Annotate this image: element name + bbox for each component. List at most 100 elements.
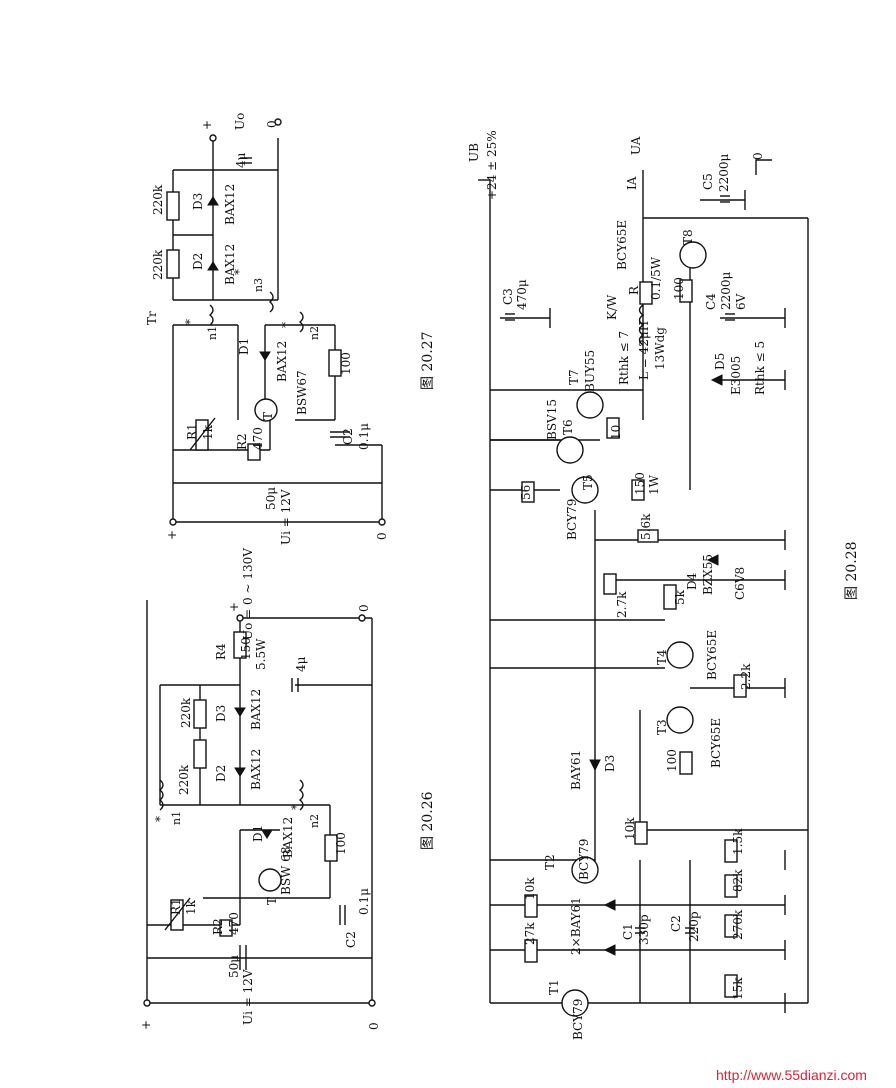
fig27-label: T [261, 412, 275, 420]
transistor-t2 [571, 856, 599, 884]
winding-n2-fig26 [298, 779, 304, 811]
resistor-r-shunt [639, 281, 653, 305]
fig28-label: 2200μ [719, 271, 733, 310]
fig28-label: 2.7k [615, 591, 629, 618]
fig28-label: 1W [647, 474, 661, 495]
potentiometer-5k [663, 584, 677, 610]
resistor-220k-a-fig27 [166, 249, 180, 279]
resistor-56 [521, 481, 535, 503]
fig28-label: C1 [621, 923, 635, 940]
fig26-label: BAX12 [281, 817, 295, 858]
resistor-270k [724, 914, 738, 938]
fig26-label: BAX12 [249, 749, 263, 790]
figure-20-27: Tr R1 1k R2 470 T BSW67 D1 BAX12 n2 100 … [145, 113, 436, 545]
transistor-t5 [571, 476, 599, 504]
fig26-label: 5.5W [254, 638, 268, 670]
fig28-label: E3005 [729, 356, 743, 395]
fig26-label: 4μ [294, 656, 308, 672]
fig26-label: BSW 68 [279, 847, 293, 895]
fig28-label: 27k [523, 922, 537, 945]
watermark-text: http://www.55dianzi.com [716, 1067, 867, 1083]
diode-d1-fig26 [261, 829, 273, 839]
fig26-label: R4 [214, 643, 228, 660]
fig27-label: R2 [235, 433, 249, 450]
transistor-t1 [561, 989, 589, 1017]
fig27-label: 0 [375, 532, 389, 540]
fig28-label: BAY61 [569, 750, 583, 790]
fig26-label: Ui = 12V [241, 969, 255, 1025]
fig27-label: BAX12 [275, 341, 289, 382]
fig27-label: * [183, 319, 197, 325]
fig28-label: BCY79 [577, 839, 591, 880]
transistor-t6 [556, 436, 584, 464]
resistor-100-t8 [679, 279, 693, 303]
resistor-r2 [219, 919, 233, 937]
fig28-label: T4 [655, 649, 669, 665]
fig27-label: 220k [151, 249, 165, 280]
fig28-label: 2×BAY61 [569, 897, 583, 955]
resistor-10 [606, 417, 620, 439]
fig28-label: BCY65E [709, 718, 723, 768]
fig28-label: T7 [567, 369, 581, 385]
resistor-220k-b-fig26 [193, 699, 207, 729]
resistor-220k-a-fig26 [193, 739, 207, 769]
fig28-label: Rthk ≤ 7 [617, 331, 631, 385]
fig26-label: 100 [334, 832, 348, 855]
figure-20-28: UB +24 ± 25% UA IA C5 2200μ 0 C3 470μ BC… [467, 130, 860, 1040]
fig27-label: 1k [201, 424, 215, 440]
fig28-label: BZX55 [701, 554, 715, 595]
fig26-label: * [153, 816, 167, 822]
fig26-label: + [139, 1020, 153, 1030]
fig27-label: C2 [341, 428, 355, 445]
fig28-label: Rthk ≤ 5 [753, 341, 767, 395]
fig27-label: BAX12 [223, 244, 237, 285]
fig28-label: IA [625, 176, 639, 190]
fig28-label: BCY65E [705, 630, 719, 680]
diode-d1-fig27 [259, 351, 271, 361]
fig27-label: D1 [237, 338, 251, 355]
resistor-1-5k [724, 839, 738, 863]
fig26-label: n1 [170, 811, 183, 825]
fig26-label: D2 [214, 765, 228, 782]
fig26-label: 0.1μ [357, 888, 371, 915]
fig28-label: T6 [561, 419, 575, 435]
fig28-label: C2 [669, 915, 683, 932]
fig28-label: T8 [681, 229, 695, 245]
fig27-label: 0.1μ [357, 423, 371, 450]
fig27-label: * [279, 322, 293, 328]
transistor-t8 [679, 241, 707, 269]
fig26-label: n2 [308, 814, 321, 828]
resistor-5-6k [637, 529, 659, 543]
fig28-label: 10k [623, 817, 637, 840]
fig26-rotated-labels: R1 1k R2 470 T BSW 68 D1 BAX12 n2 100 C2… [139, 548, 436, 1030]
fig27-label: Ui = 12V [279, 489, 293, 545]
winding-n2-fig27 [298, 311, 304, 333]
fig26-caption: 图 20.26 [420, 791, 436, 850]
fig26-label: D3 [214, 705, 228, 722]
fig28-label: T2 [543, 854, 557, 870]
fig27-label: 0 [265, 120, 279, 128]
fig26-label: 0 [367, 1022, 381, 1030]
fig26-label: * [289, 804, 303, 810]
resistor-82k [724, 874, 738, 898]
transistor-t4 [666, 641, 694, 669]
fig28-label: 100 [665, 749, 679, 772]
fig28-label: 220p [687, 911, 701, 942]
fig28-label: 5k [673, 589, 687, 605]
fig26-label: C2 [344, 931, 358, 948]
fig26-label: 150 [239, 637, 253, 660]
winding-n1-fig26 [158, 779, 164, 811]
transistor-t7 [576, 391, 604, 419]
resistor-100-fig27 [328, 349, 342, 377]
fig27-label: 4μ [234, 152, 248, 168]
fig27-label: n1 [206, 326, 219, 340]
fig27-label: BAX12 [223, 184, 237, 225]
fig27-label: 100 [339, 352, 353, 375]
fig27-label: 50μ [264, 487, 278, 510]
fig28-label: BUY55 [583, 350, 597, 392]
fig28-label: 82k [731, 869, 745, 892]
transistor-t [258, 868, 282, 892]
resistor-15k [724, 974, 738, 998]
diode-d2-fig27 [207, 261, 219, 271]
